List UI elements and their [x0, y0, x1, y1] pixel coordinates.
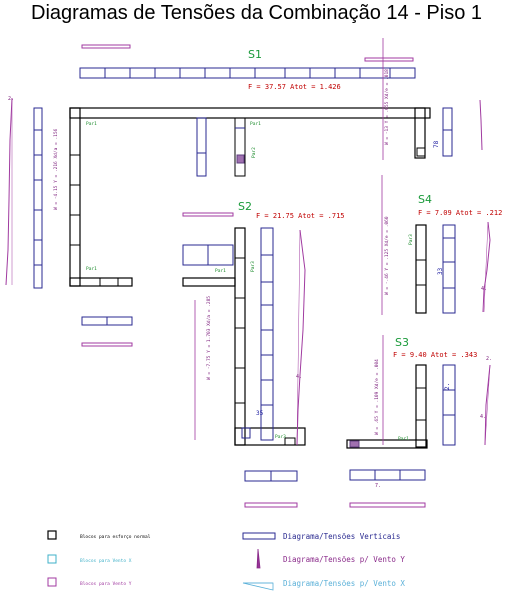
legend-swatch — [47, 577, 57, 587]
s2-strip — [260, 227, 274, 441]
section-label-s3: S3 — [395, 336, 409, 349]
dim-label: W = -4.15 Y = .216 Xd/a = .156 — [53, 128, 59, 210]
pier-label: Par3 — [275, 434, 286, 440]
numeric-label: 4. — [296, 374, 302, 380]
numeric-label: 2. — [486, 356, 492, 362]
pier-label: Par1 — [398, 436, 409, 442]
pier-label: Par1 — [86, 121, 97, 127]
numeric-label: 35 — [256, 410, 264, 417]
dim-label: W = -.46 Y = .125 Xd/e = .060 — [384, 216, 390, 295]
pier-label: Par3 — [408, 234, 414, 245]
numeric-label: 78 — [433, 140, 440, 148]
numeric-label: 4. — [480, 414, 486, 420]
wall-top-s1 — [79, 67, 416, 79]
legend-diagram-vertical — [242, 532, 276, 540]
outer-wall-structure — [69, 107, 431, 287]
wind-block — [236, 154, 245, 164]
section-force-s2: F = 21.75 Atot = .715 — [256, 212, 345, 220]
numeric-label: 7. — [375, 483, 381, 489]
s3-wall — [346, 364, 428, 449]
s2-horizontal-left — [182, 244, 234, 266]
numeric-label: 4. — [481, 286, 487, 292]
wind-y-diagram — [5, 97, 13, 286]
right-top-column — [442, 107, 453, 157]
legend-swatch — [47, 530, 57, 540]
numeric-label: 2. — [444, 383, 451, 390]
legend-diagram-wind-x — [242, 582, 274, 591]
section-force-s3: F = 9.40 Atot = .343 — [393, 351, 477, 359]
pier-label: Par2 — [251, 147, 257, 158]
wind-y-bar — [364, 57, 414, 62]
dim-label: W = .65 Y = .109 Xd/e = .004 — [374, 359, 380, 435]
wind-y-bar — [182, 212, 234, 217]
section-label-s4: S4 — [418, 193, 432, 206]
legend-label: Blocos para Vento X — [80, 558, 132, 564]
pier-label: Par3 — [250, 261, 256, 272]
legend-label: Diagrama/Tensões Verticais — [283, 532, 400, 541]
bottom-left-strips — [81, 316, 133, 347]
legend-label: Blocos para Vento Y — [80, 581, 132, 587]
bottom-strips — [244, 469, 426, 508]
legend-label: Diagrama/Tensões p/ Vento X — [283, 579, 405, 588]
wind-y-bar — [81, 44, 131, 49]
left-column-strip — [33, 107, 43, 289]
section-label-s1: S1 — [248, 48, 262, 61]
dim-label: W = -7.75 Y = 1.703 Xd/a = .285 — [206, 296, 212, 380]
legend-label: Diagrama/Tensões p/ Vento Y — [283, 555, 405, 564]
inner-columns — [196, 117, 246, 177]
section-label-s2: S2 — [238, 200, 252, 213]
section-force-s1: F = 37.57 Atot = 1.426 — [248, 83, 341, 91]
legend-label: Blocos para esforço normal — [80, 534, 151, 540]
section-force-s4: F = 7.09 Atot = .212 — [418, 209, 502, 217]
legend-swatch — [47, 554, 57, 564]
s3-strip — [442, 364, 456, 446]
legend: Blocos para esforço normal Blocos para V… — [47, 530, 405, 591]
legend-diagram-wind-y — [256, 548, 261, 569]
numeric-label: 2. — [8, 96, 14, 102]
dim-label: W = -13 Y = .055 Xd/e = .018 — [384, 69, 390, 145]
pier-label: Par1 — [86, 266, 97, 272]
page-title: Diagramas de Tensões da Combinação 14 - … — [31, 2, 482, 24]
s4-strip — [442, 224, 456, 314]
s2-wall-left — [234, 227, 306, 446]
pier-label: Par1 — [215, 268, 226, 274]
pier-label: Par1 — [250, 121, 261, 127]
numeric-label: 33 — [437, 267, 444, 275]
s4-wall — [415, 224, 427, 314]
